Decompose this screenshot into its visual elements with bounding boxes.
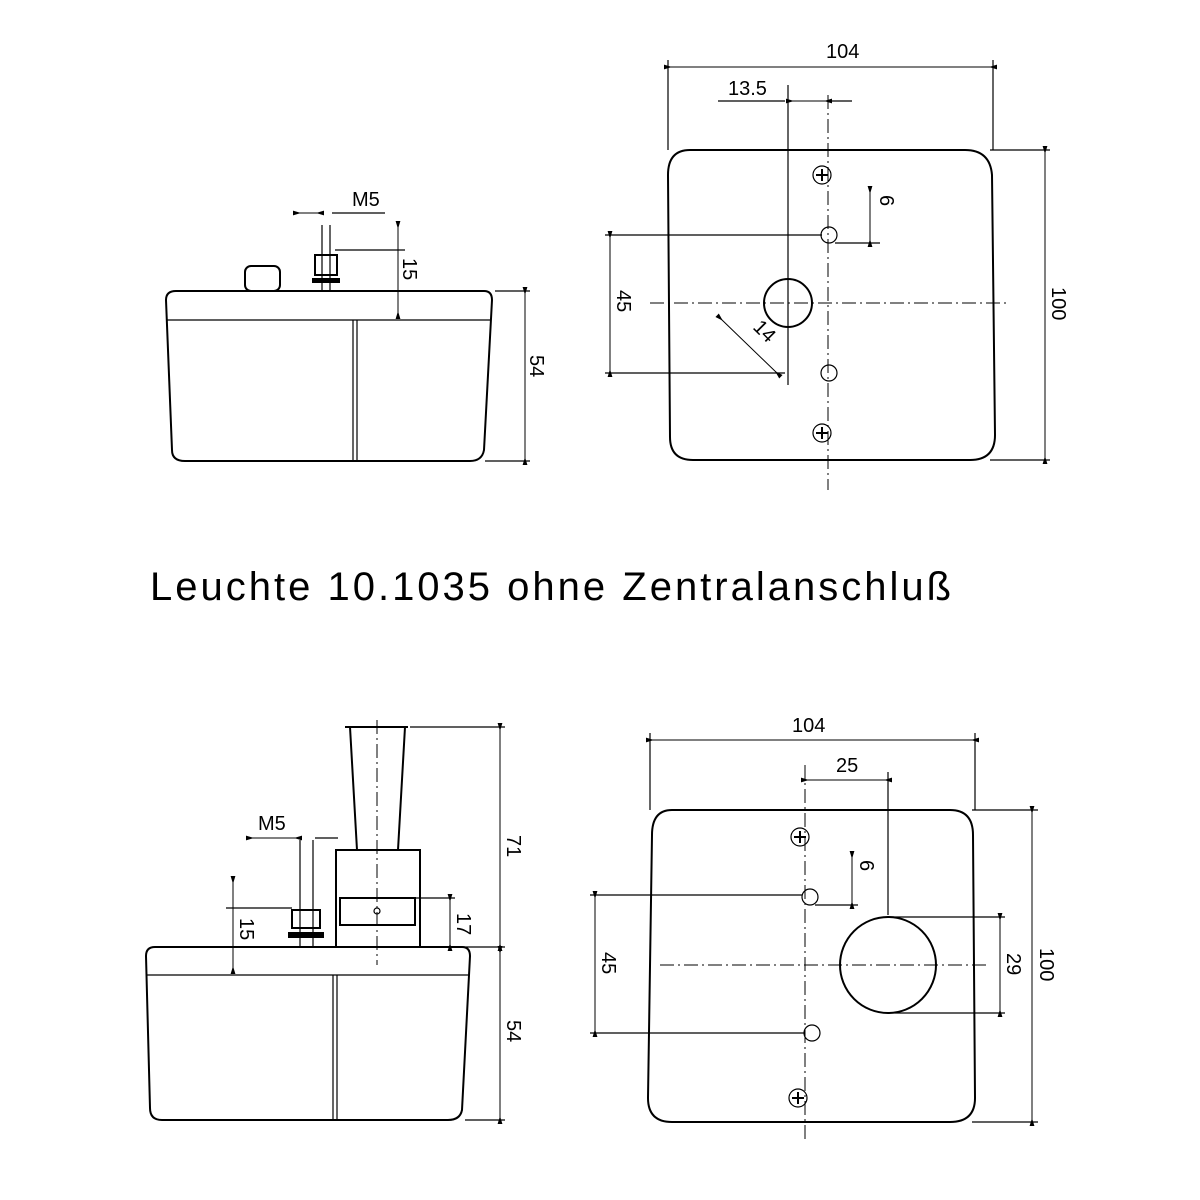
mount-hole <box>803 1024 821 1042</box>
lamp-front <box>646 809 977 1123</box>
drawing-title: Leuchte 10.1035 ohne Zentralanschluß <box>150 565 954 609</box>
tube-height-label: 71 <box>502 835 524 857</box>
width-label: 104 <box>792 715 825 737</box>
cable-tube <box>335 720 421 965</box>
body-height-label: 54 <box>502 1020 524 1042</box>
bolt-height-label: 15 <box>235 918 257 940</box>
cable-hole-label: 14 <box>748 316 779 347</box>
width-label: 104 <box>826 41 859 63</box>
hole-spacing-label: 45 <box>597 952 619 974</box>
top-side-view: M5 15 54 <box>164 189 547 465</box>
mount-hole <box>801 888 819 906</box>
screw-icon <box>788 1088 808 1108</box>
knob <box>244 265 281 292</box>
height-label: 100 <box>1047 287 1069 320</box>
clamp-height-label: 17 <box>452 913 474 935</box>
bottom-side-view: M5 15 17 71 54 <box>144 720 524 1124</box>
lamp-body <box>164 290 494 462</box>
bottom-front-view: 104 25 6 45 29 100 <box>590 715 1057 1140</box>
offset-label: 25 <box>836 755 858 777</box>
thread-label: M5 <box>352 189 380 211</box>
bolt-nut <box>312 225 340 291</box>
bolt-nut <box>288 840 324 947</box>
lamp-body <box>144 946 472 1121</box>
bolt-height-label: 15 <box>398 258 420 280</box>
top-front-view: 104 13.5 6 45 14 100 <box>605 41 1069 490</box>
thread-label: M5 <box>258 813 286 835</box>
screw-icon <box>812 423 832 443</box>
height-label: 100 <box>1035 948 1057 981</box>
hole-dia-label: 6 <box>875 195 897 206</box>
offset-label: 13.5 <box>728 78 767 100</box>
lamp-front <box>666 149 997 461</box>
mount-hole <box>820 364 838 382</box>
mount-hole <box>820 226 838 244</box>
screw-icon <box>790 827 810 847</box>
cable-hole <box>763 278 813 328</box>
body-height-label: 54 <box>525 355 547 377</box>
connector-dia-label: 29 <box>1002 953 1024 975</box>
hole-spacing-label: 45 <box>612 290 634 312</box>
screw-icon <box>812 165 832 185</box>
hole-dia-label: 6 <box>855 860 877 871</box>
